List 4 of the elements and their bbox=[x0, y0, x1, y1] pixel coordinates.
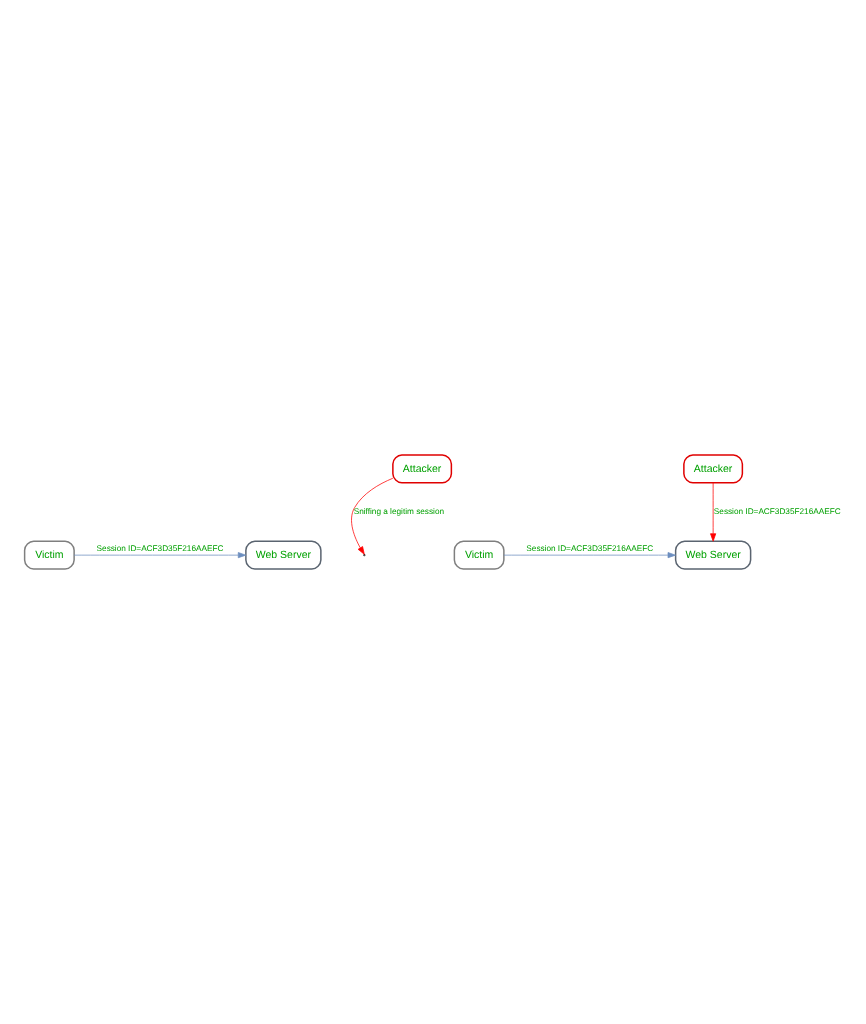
arrow bbox=[503, 552, 676, 559]
arrow bbox=[73, 552, 247, 559]
arrow bbox=[351, 477, 394, 555]
arrow bbox=[710, 482, 717, 542]
